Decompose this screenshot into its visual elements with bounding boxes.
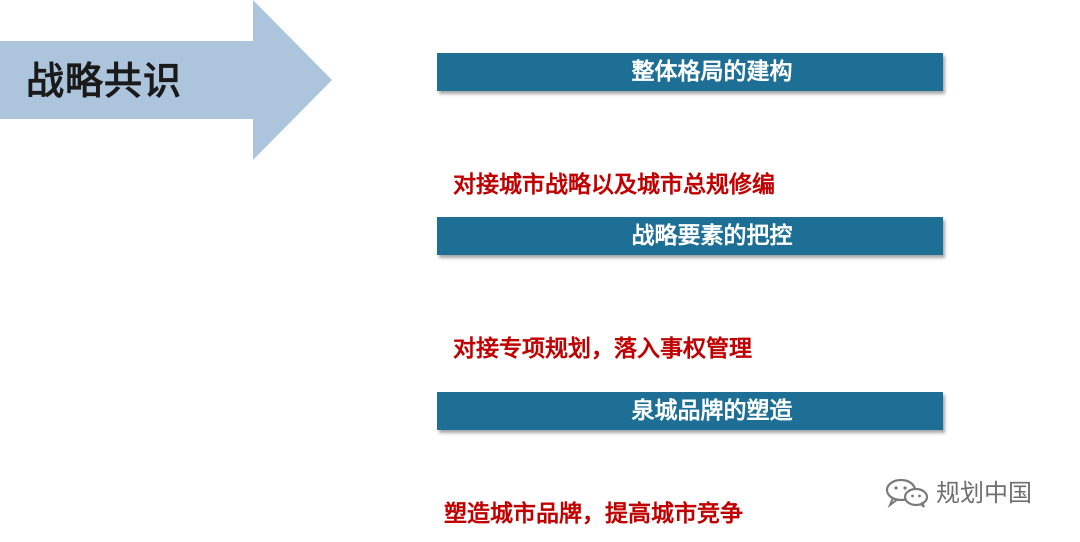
watermark: 规划中国 <box>884 478 1032 508</box>
section-header-1-label: 整体格局的建构 <box>631 59 793 85</box>
arrow-shape <box>0 0 332 160</box>
wechat-icon <box>884 478 930 508</box>
section-note-1: 对接城市战略以及城市总规修编 <box>453 172 775 198</box>
section-header-2: 战略要素的把控 <box>437 217 943 255</box>
watermark-text: 规划中国 <box>936 479 1032 507</box>
section-note-2: 对接专项规划，落入事权管理 <box>453 336 752 362</box>
section-header-3-label: 泉城品牌的塑造 <box>631 398 793 424</box>
section-header-3: 泉城品牌的塑造 <box>437 392 943 430</box>
section-note-3: 塑造城市品牌，提高城市竞争 <box>444 501 743 527</box>
section-header-2-label: 战略要素的把控 <box>631 223 793 249</box>
section-header-1: 整体格局的建构 <box>437 53 943 91</box>
page-title: 战略共识 <box>26 59 183 103</box>
title-arrow: 战略共识 <box>0 0 334 162</box>
